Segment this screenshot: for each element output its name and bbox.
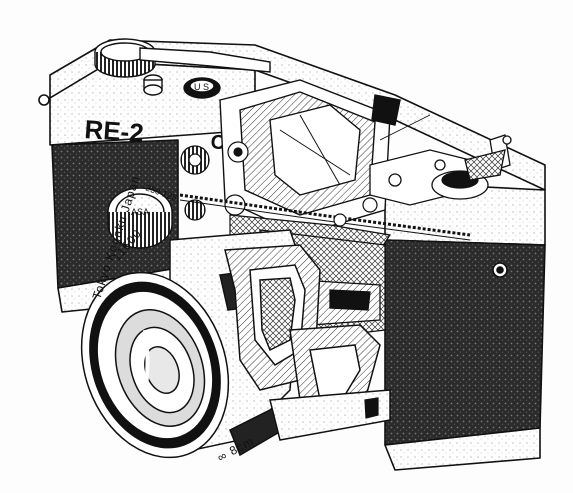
lens-assembly <box>80 229 391 459</box>
model-engraving: RE-2 <box>84 114 145 148</box>
top-controls <box>94 38 271 99</box>
asa-dial <box>107 187 173 249</box>
prism-housing <box>219 79 401 236</box>
pointer-line <box>379 114 431 141</box>
asa-label: ASA <box>131 207 149 217</box>
self-timer-lever <box>364 397 379 419</box>
dial-letters: U S <box>194 82 209 92</box>
shutter-mechanism <box>369 134 512 206</box>
